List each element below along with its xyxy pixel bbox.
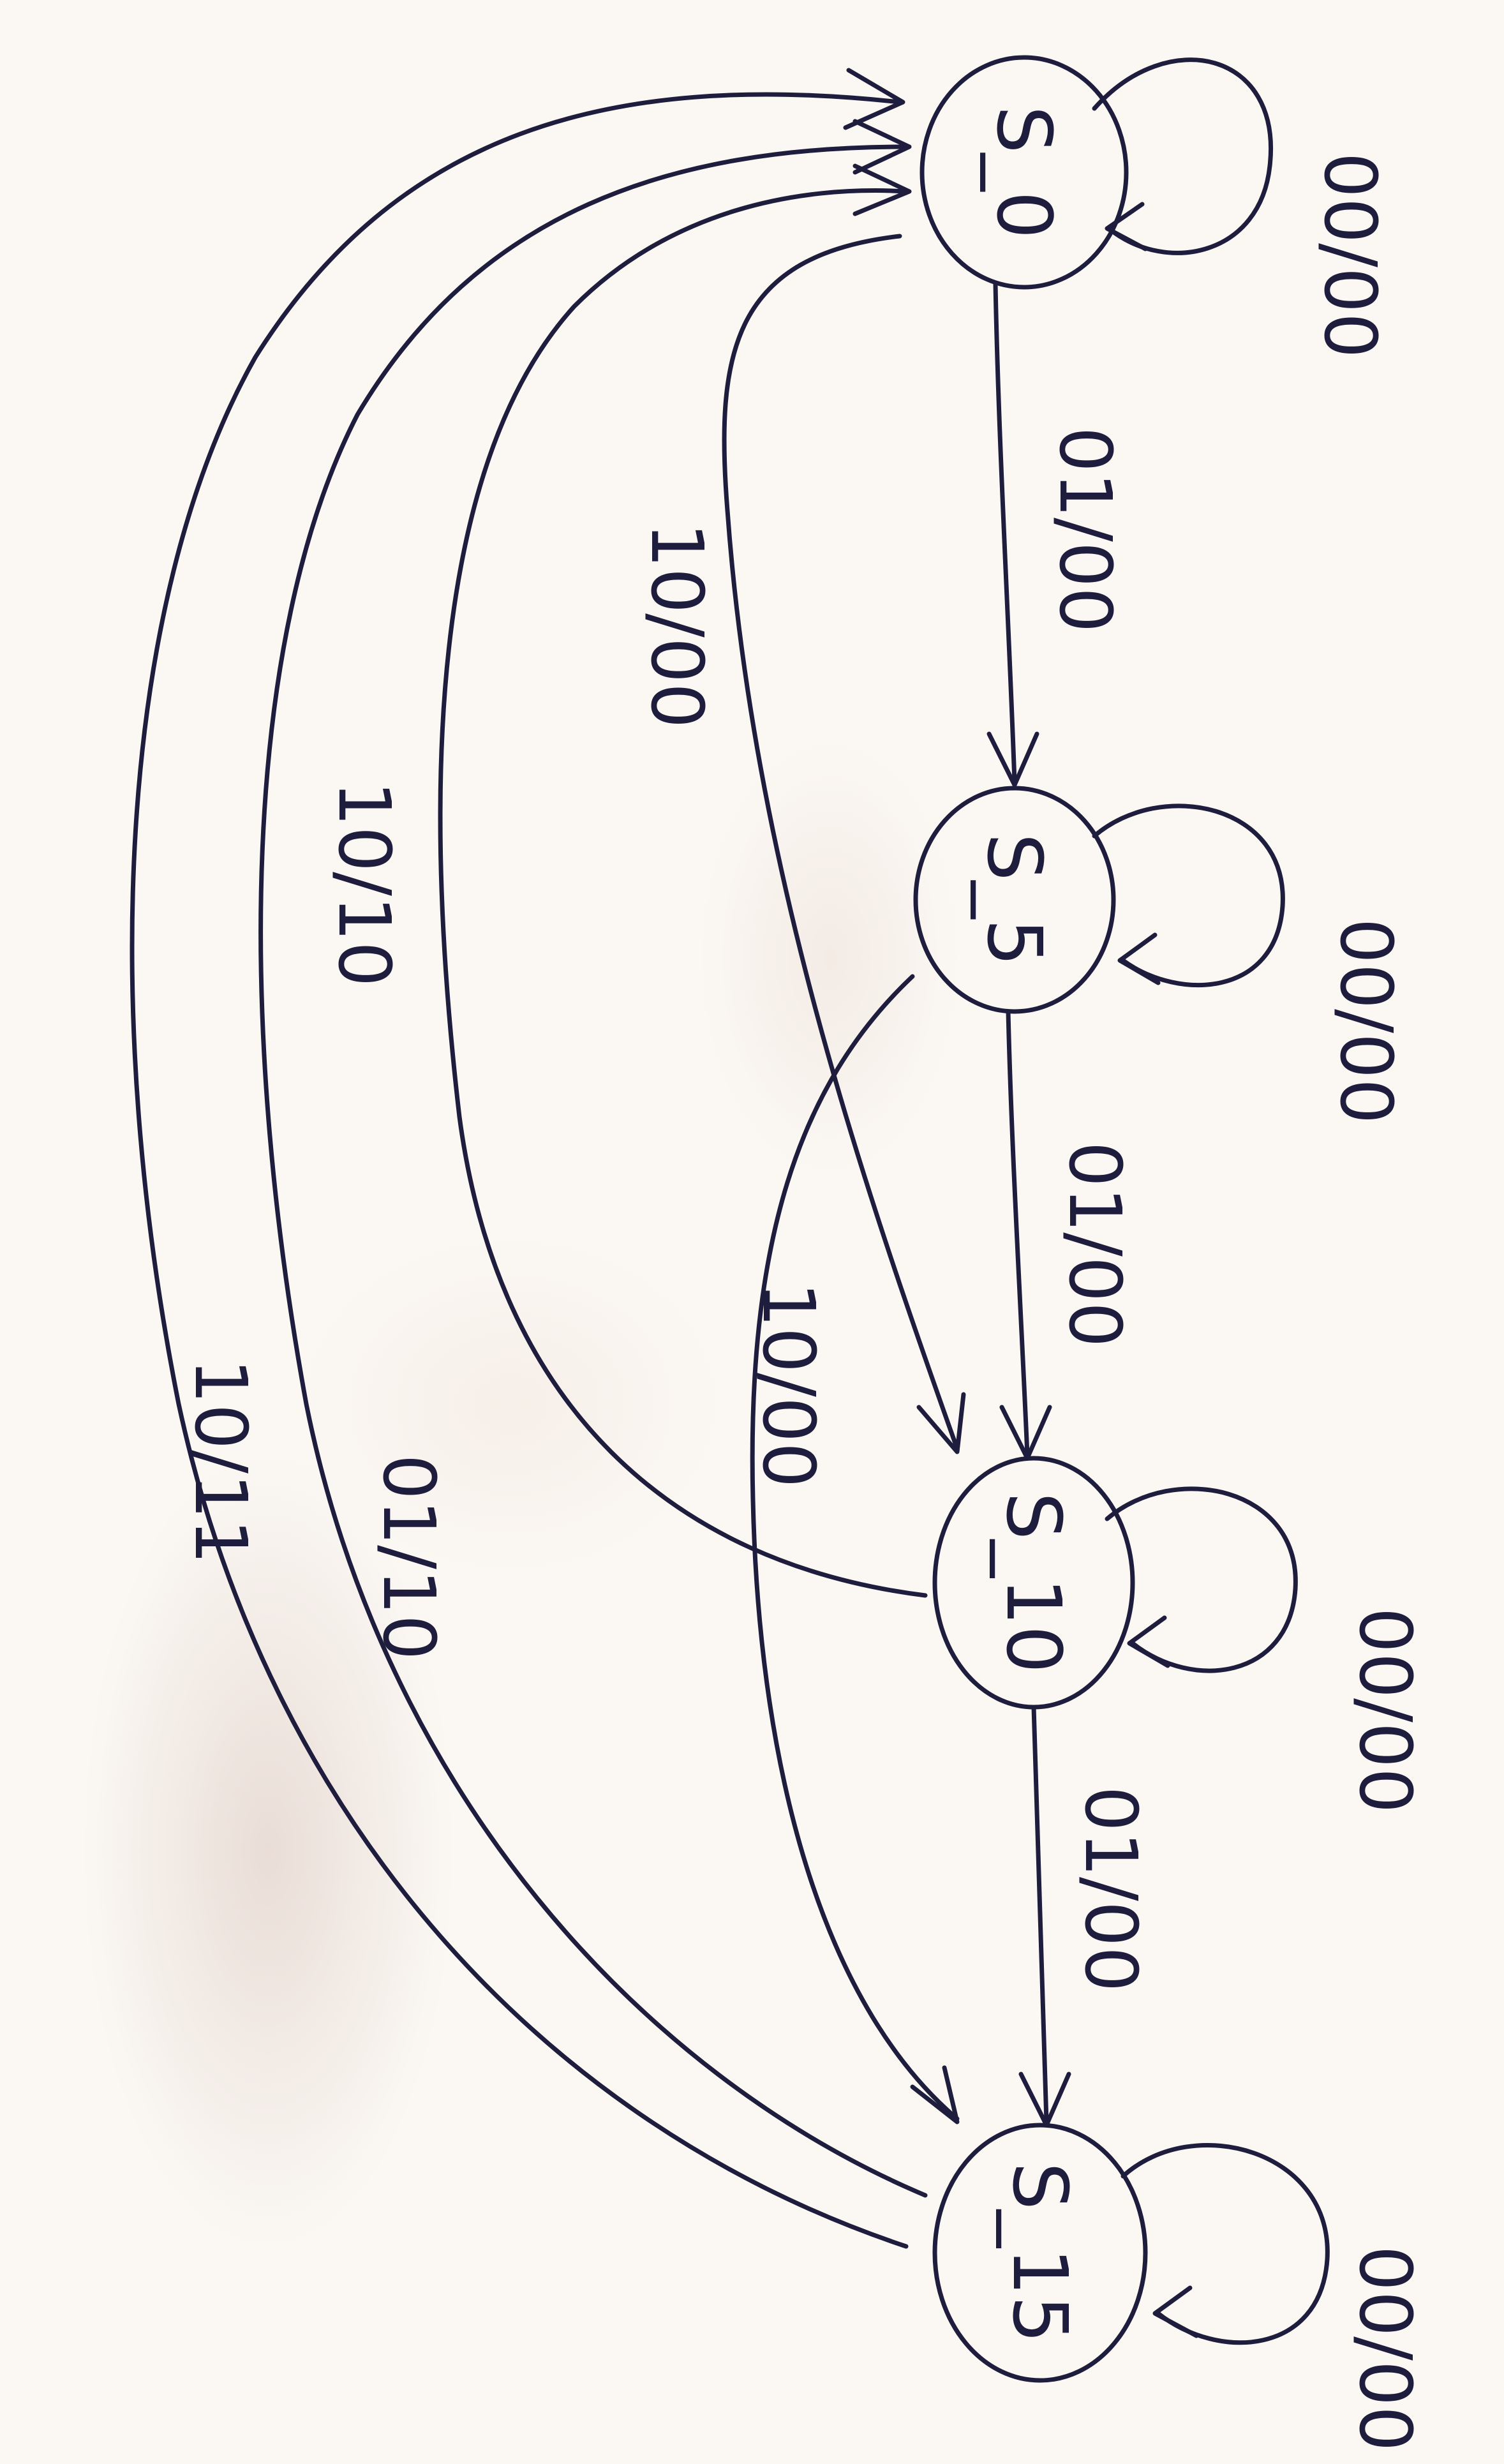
state-s5-label: S_5 — [971, 833, 1059, 967]
edge-s15-to-s0-b-label: 10/11 — [179, 1359, 262, 1565]
edge-s10-to-s0-label: 10/10 — [322, 781, 405, 987]
edge-s15-to-s0-a: 01/10 — [258, 119, 928, 2198]
edge-s15-to-s0-b: 10/11 — [130, 68, 909, 2249]
edge-s10-to-s0: 10/10 — [322, 163, 928, 1598]
edge-s0-to-s10: 10/00 — [635, 234, 966, 1454]
edge-s0-to-s5-label: 01/00 — [1043, 427, 1126, 633]
edge-s5-self: 00/00 — [1092, 803, 1407, 1124]
state-s15: S_15 — [932, 2123, 1148, 2383]
edge-s10-to-s15: 01/00 — [1018, 1705, 1152, 2128]
state-s5-circle — [913, 786, 1116, 1014]
edge-s10-self: 00/00 — [1105, 1486, 1426, 1814]
edge-s0-self-label: 00/00 — [1308, 153, 1391, 359]
edge-s0-to-s10-label: 10/00 — [635, 523, 718, 729]
state-s0-circle — [920, 55, 1129, 290]
state-s15-label: S_15 — [996, 2162, 1084, 2343]
edge-s5-to-s10-label: 01/00 — [1053, 1142, 1136, 1348]
edge-s10-self-label: 00/00 — [1343, 1608, 1426, 1814]
edge-s5-to-s10: 01/00 — [999, 1009, 1136, 1461]
edge-s0-to-s5: 01/00 — [987, 281, 1126, 788]
state-s10: S_10 — [932, 1456, 1135, 1710]
edge-s5-to-s15: 10/00 — [747, 974, 960, 2124]
edge-s15-self-label: 00/00 — [1343, 2246, 1426, 2452]
edge-s5-to-s15-label: 10/00 — [747, 1282, 830, 1488]
edge-s10-to-s15-label: 01/00 — [1069, 1786, 1152, 1992]
edge-s15-to-s0-a-label: 01/10 — [367, 1454, 450, 1661]
edge-s0-self: 00/00 — [1092, 57, 1391, 359]
edge-s5-self-label: 00/00 — [1324, 918, 1407, 1124]
state-s15-circle — [932, 2123, 1148, 2383]
state-s0: S_0 — [920, 55, 1129, 290]
state-s5: S_5 — [913, 786, 1116, 1014]
edge-s15-self: 00/00 — [1121, 2142, 1426, 2452]
state-s0-label: S_0 — [980, 106, 1068, 239]
state-s10-label: S_10 — [990, 1492, 1078, 1673]
